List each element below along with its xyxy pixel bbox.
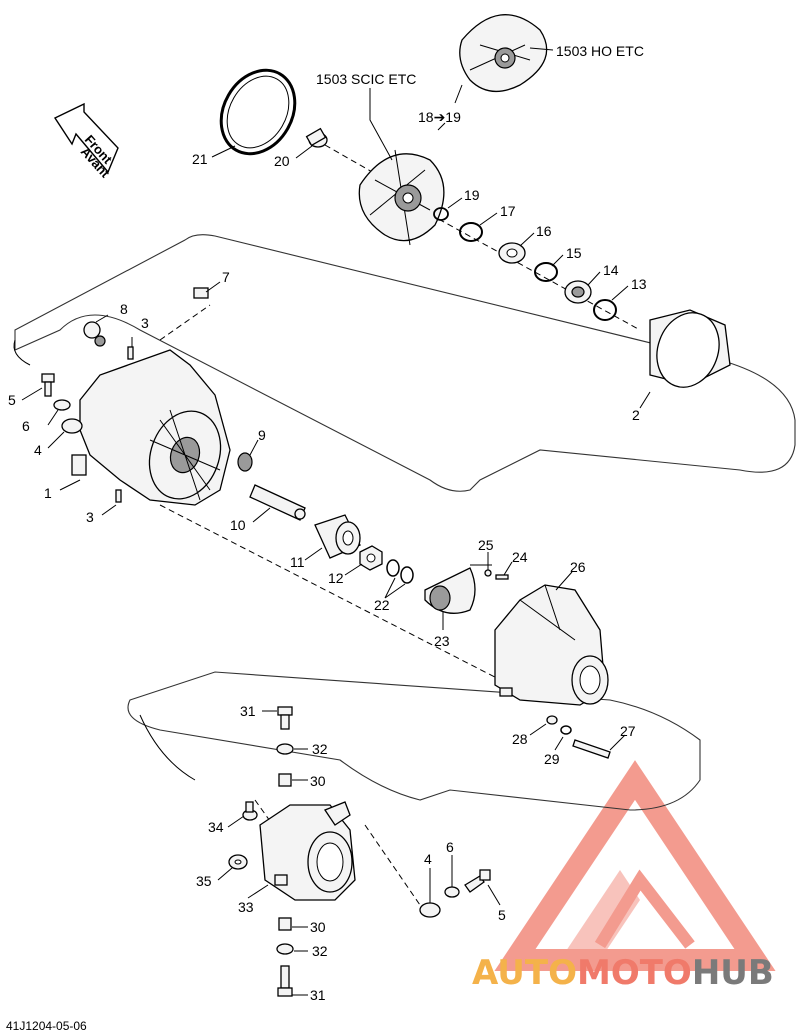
label-5-right: 5 (498, 907, 506, 923)
part-32-washer-top (276, 743, 294, 755)
label-31-top: 31 (240, 703, 256, 719)
label-31-bottom: 31 (310, 987, 326, 1003)
label-2: 2 (632, 407, 640, 423)
watermark-text: AUTOMOTOHUB (472, 953, 774, 993)
part-31-bolt-bottom (277, 965, 293, 997)
label-4-left: 4 (34, 442, 42, 458)
label-22: 22 (374, 597, 390, 613)
diagram-code: 41J1204-05-06 (6, 1019, 87, 1033)
upper-group-outline (14, 234, 796, 492)
leader-lines (21, 47, 651, 996)
label-23: 23 (434, 633, 450, 649)
label-32-top: 32 (312, 741, 328, 757)
part-8-drain-plug (83, 321, 106, 347)
part-15-ring (534, 262, 558, 282)
part-6-washer-left (53, 399, 71, 411)
part-6-washer-right (444, 886, 460, 898)
part-29-ring (560, 725, 572, 735)
callout-range-18-19: 18➔19 (418, 109, 461, 125)
part-27-bolt (572, 739, 611, 759)
label-6-left: 6 (22, 418, 30, 434)
part-35-nut (228, 854, 248, 870)
label-24: 24 (512, 549, 528, 565)
label-1: 1 (44, 485, 52, 501)
label-3-top: 3 (141, 315, 149, 331)
part-3-screw-lower (115, 489, 122, 503)
impeller-scic-etc (358, 149, 445, 246)
label-16: 16 (536, 223, 552, 239)
label-30-top: 30 (310, 773, 326, 789)
label-27: 27 (620, 723, 636, 739)
label-14: 14 (603, 262, 619, 278)
part-26-venturi (494, 584, 609, 706)
label-35: 35 (196, 873, 212, 889)
part-10-shaft (249, 484, 306, 521)
part-20-bushing (305, 127, 328, 148)
impeller-ho-etc (459, 14, 548, 92)
part-24-screw (495, 574, 509, 580)
part-3-screw-top (127, 346, 134, 360)
part-30-bushing-bottom (278, 917, 292, 931)
label-25: 25 (478, 537, 494, 553)
part-labels: 21 20 19 17 16 15 14 13 2 7 8 3 5 6 4 1 … (8, 151, 647, 1003)
assembly-lines (13, 144, 641, 906)
label-9: 9 (258, 427, 266, 443)
label-26: 26 (570, 559, 586, 575)
part-33-steering-nozzle (259, 801, 356, 901)
label-33: 33 (238, 899, 254, 915)
label-5-left: 5 (8, 392, 16, 408)
label-6-right: 6 (446, 839, 454, 855)
callout-scic-etc: 1503 SCIC ETC (316, 71, 416, 87)
label-34: 34 (208, 819, 224, 835)
label-8: 8 (120, 301, 128, 317)
part-2-wear-ring (649, 309, 731, 388)
label-4-right: 4 (424, 851, 432, 867)
part-28-washer (546, 715, 558, 725)
part-1-pump-housing (71, 349, 231, 506)
part-21-large-ring (219, 68, 297, 156)
part-22-oring-a (386, 559, 400, 577)
label-13: 13 (631, 276, 647, 292)
part-17-ring (459, 222, 483, 242)
label-11: 11 (290, 554, 305, 570)
part-5-bolt-left (41, 373, 55, 397)
part-25-washer (484, 569, 492, 577)
part-23-cone (424, 567, 476, 614)
label-3-lower: 3 (86, 509, 94, 525)
part-31-bolt-top (277, 706, 293, 730)
label-10: 10 (230, 517, 246, 533)
label-21: 21 (192, 151, 208, 167)
part-4-grommet-right (419, 902, 441, 918)
label-20: 20 (274, 153, 290, 169)
label-12: 12 (328, 570, 344, 586)
lower-group-outline (127, 671, 701, 811)
label-15: 15 (566, 245, 582, 261)
label-30-bottom: 30 (310, 919, 326, 935)
label-19: 19 (464, 187, 480, 203)
part-34-screw (242, 801, 258, 821)
part-30-bushing-top (278, 773, 292, 787)
part-12-nut (359, 545, 383, 571)
part-9-seal (237, 452, 253, 472)
part-7-plug (193, 287, 209, 299)
part-13-ring (593, 299, 617, 321)
part-5-bolt-right (464, 869, 491, 893)
part-4-grommet-left (61, 418, 83, 434)
callout-ho-etc: 1503 HO ETC (556, 43, 644, 59)
label-7: 7 (222, 269, 230, 285)
front-direction-arrow: Front Avant (53, 102, 119, 181)
watermark-logo (494, 760, 776, 971)
label-17: 17 (500, 203, 516, 219)
part-16-washer (498, 242, 526, 264)
label-32-bottom: 32 (312, 943, 328, 959)
part-19-ring (433, 207, 449, 221)
part-14-bearing (564, 280, 592, 304)
label-29: 29 (544, 751, 560, 767)
part-32-washer-bottom (276, 943, 294, 955)
part-11-bearing (314, 514, 361, 559)
part-22-oring-b (400, 566, 414, 584)
label-28: 28 (512, 731, 528, 747)
